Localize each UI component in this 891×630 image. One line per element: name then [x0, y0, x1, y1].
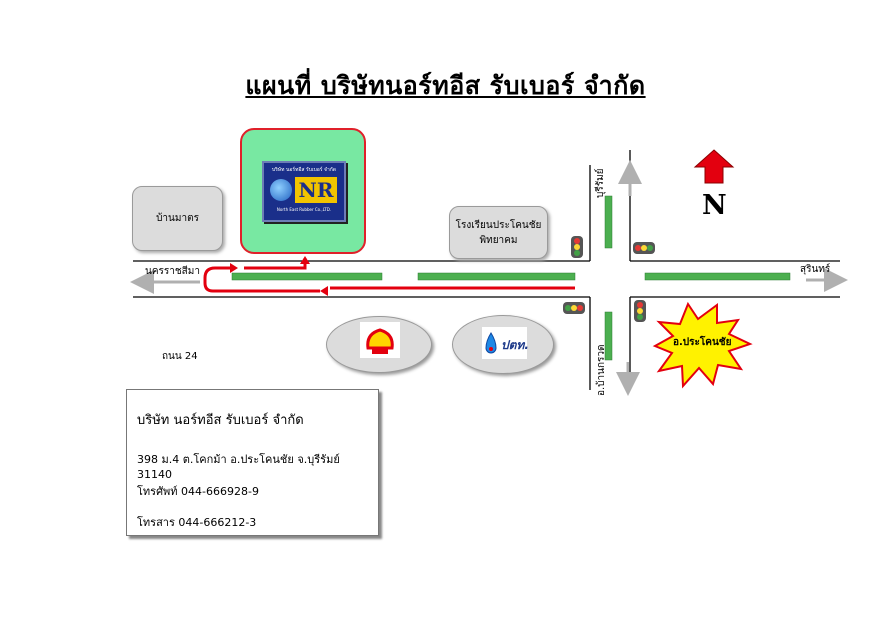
- school-name-line1: โรงเรียนประโคนชัย: [455, 219, 542, 231]
- traffic-light: [633, 242, 655, 254]
- ptt-logo-text: ปตท.: [501, 338, 529, 352]
- traffic-light: [563, 302, 585, 314]
- road-label-west: นครราชสีมา: [145, 266, 200, 277]
- logo-mark: NR: [295, 177, 337, 203]
- school-name-line2: พิทยาคม: [479, 234, 518, 246]
- lane-marker: [417, 272, 576, 281]
- lane-marker: [231, 272, 383, 281]
- map-title: แผนที่ บริษัทนอร์ทอีส รับเบอร์ จำกัด: [245, 71, 646, 100]
- company-name: บริษัท นอร์ทอีส รับเบอร์ จำกัด: [137, 413, 304, 428]
- traffic-light: [634, 300, 646, 322]
- road-label-north: บุรีรัมย์: [595, 168, 606, 198]
- north-arrow-icon: [693, 149, 735, 184]
- school-building: โรงเรียนประโคนชัย พิทยาคม: [449, 206, 548, 259]
- ban-ma-tor-label: บ้านมาตร: [156, 213, 199, 224]
- company-fax: โทรสาร 044-666212-3: [137, 516, 257, 529]
- road-label-south: อ.บ้านกรวด: [596, 344, 607, 396]
- logo-top-text: บริษัท นอร์ทอีส รับเบอร์ จำกัด: [271, 167, 337, 173]
- lane-marker: [644, 272, 791, 281]
- district-burst-label: อ.ประโคนชัย: [673, 337, 732, 348]
- ban-ma-tor-building: บ้านมาตร: [132, 186, 223, 251]
- company-logo: บริษัท นอร์ทอีส รับเบอร์ จำกัด NR North …: [262, 161, 346, 222]
- company-address: 398 ม.4 ต.โคกม้า อ.ประโคนชัย จ.บุรีรัมย์…: [137, 453, 340, 481]
- route-into-company: [244, 258, 307, 270]
- shell-logo-icon: [360, 322, 400, 358]
- route-u-turn: [203, 266, 320, 293]
- compass-north-letter: N: [702, 190, 727, 221]
- traffic-light: [571, 236, 583, 258]
- route-head-left: [320, 286, 328, 296]
- lane-marker: [604, 195, 613, 249]
- lane-marker: [604, 311, 613, 361]
- soi-24-label: ถนน 24: [162, 351, 198, 362]
- route-head-up: [300, 256, 310, 264]
- route-head-right: [230, 263, 238, 273]
- road-label-east: สุรินทร์: [800, 264, 831, 275]
- ptt-logo-icon: [482, 327, 527, 359]
- company-phone: โทรศัพท์ 044-666928-9: [137, 485, 259, 498]
- globe-icon: [270, 179, 292, 201]
- logo-bottom-text: North East Rubber Co.,LTD.: [276, 207, 332, 212]
- district-burst-icon: [652, 301, 753, 389]
- company-info-box: บริษัท นอร์ทอีส รับเบอร์ จำกัด 398 ม.4 ต…: [126, 389, 379, 536]
